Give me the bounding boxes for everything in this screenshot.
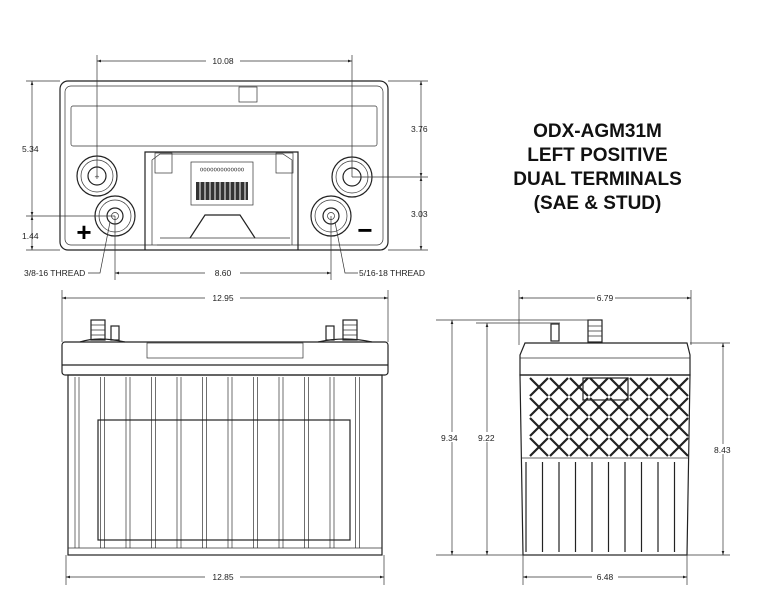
grid-cell [589,417,609,437]
grid-cell [549,417,569,437]
dim-8-43: 8.43 [714,445,731,455]
top-view: ⁰⁰⁰⁰⁰⁰⁰⁰⁰⁰⁰⁰⁰ + + − 10.08 5.34 1.44 [22,55,428,280]
case-rib [304,377,309,548]
dim-3-76: 3.76 [411,124,428,134]
front-view: 12.95 12.85 [62,290,388,585]
grid-cell [569,377,589,397]
grid-cell [649,437,669,457]
right-thread-label: 5/16-18 THREAD [359,268,425,278]
grid-cell [669,397,689,417]
case-rib [176,377,182,548]
grid-cell [629,417,649,437]
grid-cell [589,377,609,397]
grid-cell [589,397,609,417]
barcode: ⁰⁰⁰⁰⁰⁰⁰⁰⁰⁰⁰⁰⁰ [196,166,248,200]
title-line-model: ODX-AGM31M [533,121,662,142]
grid-cell [569,397,589,417]
grid-cell [609,397,629,417]
grid-cell [529,397,549,417]
grid-cell [549,377,569,397]
grid-cell [649,397,669,417]
grid-cell [629,437,649,457]
svg-text:⁰⁰⁰⁰⁰⁰⁰⁰⁰⁰⁰⁰⁰: ⁰⁰⁰⁰⁰⁰⁰⁰⁰⁰⁰⁰⁰ [200,166,245,176]
dim-6-48: 6.48 [597,572,614,582]
grid-cell [589,437,609,457]
grid-cell [649,417,669,437]
case-rib [125,377,131,548]
dim-6-79: 6.79 [597,293,614,303]
dim-12-95: 12.95 [212,293,234,303]
dim-9-34: 9.34 [441,433,458,443]
case-rib [202,377,207,548]
grid-cell [629,397,649,417]
dim-9-22: 9.22 [478,433,495,443]
dim-5-34: 5.34 [22,144,39,154]
case-rib [227,377,233,548]
grid-cell [669,417,689,437]
side-view: 6.79 9.34 9.22 8.43 6.48 [436,290,738,585]
case-rib [329,377,335,548]
model-title: ODX-AGM31M LEFT POSITIVE DUAL TERMINALS … [480,120,715,216]
grid-cell [629,377,649,397]
svg-text:+: + [95,172,100,182]
grid-cell [669,437,689,457]
grid-cell [569,417,589,437]
dim-1-44: 1.44 [22,231,39,241]
title-line-polarity: LEFT POSITIVE [527,145,668,166]
title-line-terminals: DUAL TERMINALS [513,169,682,190]
dim-3-03: 3.03 [411,209,428,219]
dim-10-08: 10.08 [212,56,234,66]
dim-12-85: 12.85 [212,572,234,582]
positive-symbol: + [76,217,91,247]
case-rib [253,377,258,548]
grid-cell [569,437,589,457]
grid-cell [669,377,689,397]
grid-cell [549,437,569,457]
case-rib [74,377,80,548]
grid-cell [529,377,549,397]
grid-cell [609,437,629,457]
grid-cell [549,397,569,417]
case-rib [151,377,156,548]
case-rib [100,377,105,548]
case-rib [278,377,284,548]
grid-cell [529,417,549,437]
grid-cell [609,377,629,397]
negative-symbol: − [357,215,372,245]
left-thread-label: 3/8-16 THREAD [24,268,85,278]
dim-8-60: 8.60 [215,268,232,278]
grid-cell [529,437,549,457]
case-rib [355,377,360,548]
grid-cell [609,417,629,437]
grid-cell [649,377,669,397]
title-line-type: (SAE & STUD) [533,193,662,214]
